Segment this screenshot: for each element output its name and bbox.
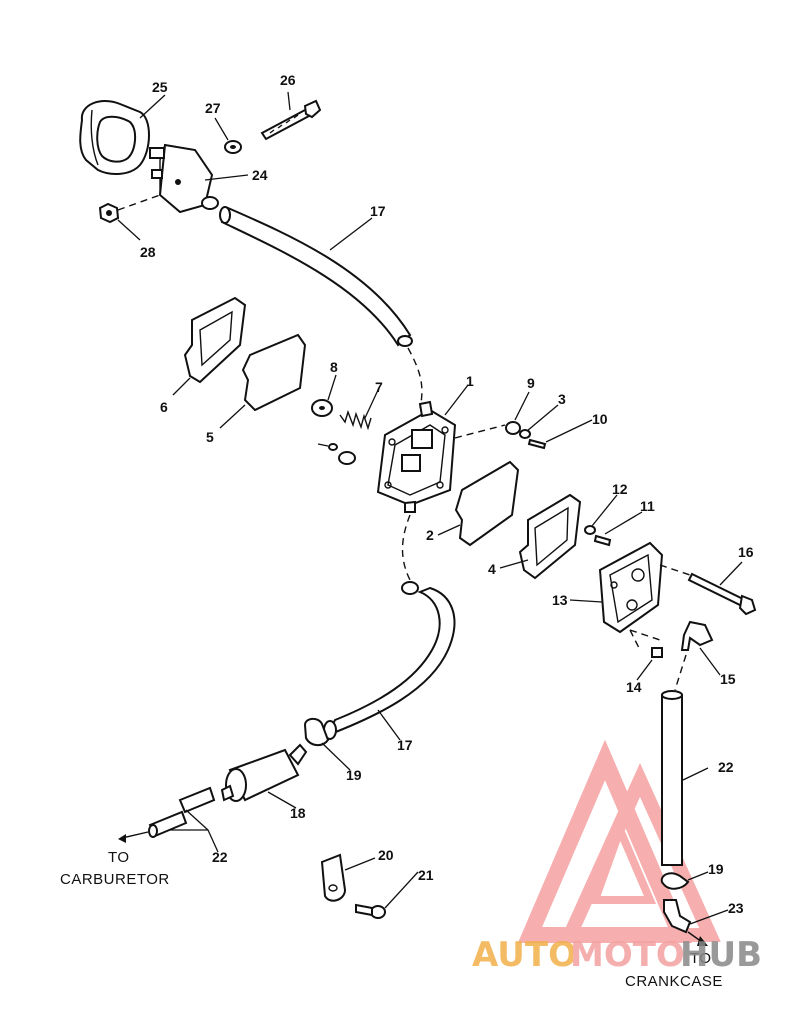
part-20-clamp bbox=[320, 853, 347, 902]
callout-17-upper: 17 bbox=[370, 203, 386, 219]
callout-1: 1 bbox=[466, 373, 474, 389]
callout-24: 24 bbox=[252, 167, 268, 183]
part-17-lower-hose bbox=[323, 586, 456, 740]
callout-13: 13 bbox=[552, 592, 568, 608]
label-to-crankcase: TO bbox=[690, 950, 712, 967]
watermark-auto: AUTO bbox=[472, 935, 577, 975]
callout-28: 28 bbox=[140, 244, 156, 260]
part-26-screw bbox=[260, 99, 322, 141]
callout-6: 6 bbox=[160, 399, 168, 415]
watermark-moto: MOTO bbox=[570, 935, 685, 975]
part-8-disc bbox=[311, 399, 333, 417]
callout-10: 10 bbox=[592, 411, 608, 427]
callout-18: 18 bbox=[290, 805, 306, 821]
assembly-line bbox=[117, 194, 161, 211]
label-to-carburetor: TO bbox=[108, 849, 130, 866]
callout-4: 4 bbox=[488, 561, 496, 577]
part-19-clip-right bbox=[660, 872, 690, 890]
watermark-hub: HUB bbox=[680, 935, 762, 975]
part-15-elbow bbox=[680, 620, 714, 651]
label-crankcase: CRANKCASE bbox=[625, 973, 723, 990]
callout-7: 7 bbox=[375, 379, 383, 395]
callout-11: 11 bbox=[640, 498, 655, 514]
part-22-tube bbox=[661, 690, 683, 866]
part-23-fitting bbox=[663, 899, 692, 934]
part-27-washer bbox=[224, 140, 242, 154]
callout-19-right: 19 bbox=[708, 861, 724, 877]
callout-8: 8 bbox=[330, 359, 338, 375]
callout-9: 9 bbox=[527, 375, 535, 391]
callout-2: 2 bbox=[426, 527, 434, 543]
assembly-line bbox=[401, 514, 411, 581]
assembly-line bbox=[674, 654, 687, 691]
part-7-spring bbox=[339, 409, 372, 431]
part-12-washer bbox=[584, 525, 596, 535]
part-2-diaphragm bbox=[454, 460, 520, 547]
part-1-pump-body bbox=[376, 400, 457, 513]
part-3-disc bbox=[519, 429, 531, 439]
part-17-upper-hose bbox=[219, 206, 413, 347]
part-14-plug bbox=[651, 647, 663, 658]
part-9-washer bbox=[505, 421, 521, 435]
callout-25: 25 bbox=[152, 79, 168, 95]
label-carburetor: CARBURETOR bbox=[60, 871, 170, 888]
callout-22-right: 22 bbox=[718, 759, 734, 775]
assembly-line bbox=[659, 564, 691, 576]
callout-19-filter: 19 bbox=[346, 767, 362, 783]
part-11-screw bbox=[593, 534, 612, 547]
check-valve-parts bbox=[317, 443, 356, 465]
part-6-gasket bbox=[183, 296, 247, 384]
callout-5: 5 bbox=[206, 429, 214, 445]
part-22-short-hoses bbox=[148, 786, 216, 838]
callout-14: 14 bbox=[626, 679, 642, 695]
callout-26: 26 bbox=[280, 72, 296, 88]
part-16-bolt bbox=[687, 572, 757, 616]
assembly-line bbox=[629, 629, 661, 651]
part-24-switch bbox=[149, 143, 219, 214]
part-4-gasket bbox=[518, 493, 582, 580]
part-21-screw bbox=[355, 903, 386, 919]
callout-16: 16 bbox=[738, 544, 754, 560]
watermark-text: AUTO MOTO HUB bbox=[472, 935, 762, 975]
callout-15: 15 bbox=[720, 671, 736, 687]
part-25-grommet bbox=[79, 100, 150, 175]
part-19-clip-left bbox=[401, 581, 419, 595]
part-28-nut bbox=[98, 202, 120, 224]
callout-17-lower: 17 bbox=[397, 737, 413, 753]
part-18-fuel-filter bbox=[220, 743, 308, 802]
part-10-screw bbox=[527, 438, 547, 450]
callout-21: 21 bbox=[418, 867, 434, 883]
callout-27: 27 bbox=[205, 100, 221, 116]
arrow-carburetor bbox=[121, 831, 149, 839]
part-19-clip-filter bbox=[303, 717, 330, 746]
callout-22-left: 22 bbox=[212, 849, 228, 865]
callout-23: 23 bbox=[728, 900, 744, 916]
callout-20: 20 bbox=[378, 847, 394, 863]
part-13-cover bbox=[598, 541, 664, 634]
callout-12: 12 bbox=[612, 481, 628, 497]
assembly-line bbox=[454, 424, 506, 439]
callout-3: 3 bbox=[558, 391, 566, 407]
part-5-diaphragm bbox=[241, 333, 307, 412]
assembly-line bbox=[407, 347, 423, 409]
leader-lines bbox=[117, 91, 743, 925]
